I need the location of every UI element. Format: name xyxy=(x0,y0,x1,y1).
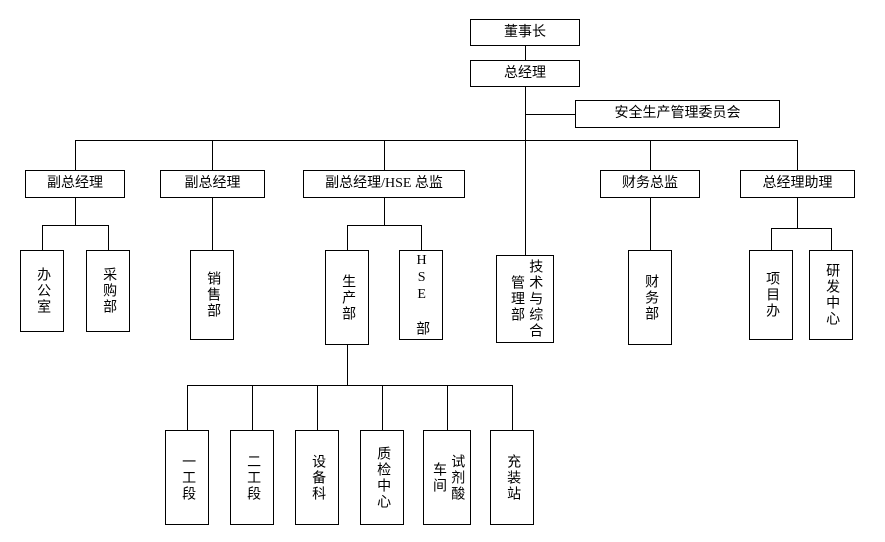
connector-line xyxy=(771,228,772,250)
node-deputy-gm-1: 副总经理 xyxy=(25,170,125,198)
node-deputy-gm-2: 副总经理 xyxy=(160,170,265,198)
connector-line xyxy=(525,114,575,115)
connector-line xyxy=(75,198,76,225)
node-cfo: 财务总监 xyxy=(600,170,700,198)
connector-line xyxy=(831,228,832,250)
node-gm-assistant: 总经理助理 xyxy=(740,170,855,198)
node-equipment-section: 设备科 xyxy=(295,430,339,525)
node-project-office: 项目办 xyxy=(749,250,793,340)
connector-line xyxy=(187,385,512,386)
connector-line xyxy=(347,345,348,385)
connector-line xyxy=(212,198,213,250)
node-production: 生产部 xyxy=(325,250,369,345)
connector-line xyxy=(347,225,348,250)
node-rd-center: 研发中心 xyxy=(809,250,853,340)
connector-line xyxy=(384,198,385,225)
connector-line xyxy=(347,225,421,226)
connector-line xyxy=(42,225,43,250)
node-deputy-gm-hse: 副总经理/HSE 总监 xyxy=(303,170,465,198)
connector-line xyxy=(525,46,526,60)
node-workshop-2: 二工段 xyxy=(230,430,274,525)
node-office: 办公室 xyxy=(20,250,64,332)
connector-line xyxy=(384,140,385,170)
connector-line xyxy=(75,140,76,170)
node-finance-dept: 财务部 xyxy=(628,250,672,345)
node-procurement: 采购部 xyxy=(86,250,130,332)
node-filling-station: 充装站 xyxy=(490,430,534,525)
connector-line xyxy=(771,228,831,229)
node-chairman: 董事长 xyxy=(470,19,580,46)
connector-line xyxy=(187,385,188,430)
node-workshop-1: 一工段 xyxy=(165,430,209,525)
connector-line xyxy=(421,225,422,250)
node-hse-dept: HSE 部 xyxy=(399,250,443,340)
connector-line xyxy=(797,198,798,228)
node-tech-admin-dept: 技术与综合 管理部 xyxy=(496,255,554,343)
node-qc-center: 质检中心 xyxy=(360,430,404,525)
connector-line xyxy=(317,385,318,430)
connector-line xyxy=(447,385,448,430)
connector-line xyxy=(75,140,798,141)
connector-line xyxy=(108,225,109,250)
connector-line xyxy=(42,225,108,226)
node-reagent-acid-workshop: 试剂酸 车间 xyxy=(423,430,471,525)
connector-line xyxy=(252,385,253,430)
connector-line xyxy=(382,385,383,430)
node-sales: 销售部 xyxy=(190,250,234,340)
node-safety-committee: 安全生产管理委员会 xyxy=(575,100,780,128)
connector-line xyxy=(212,140,213,170)
connector-line xyxy=(512,385,513,430)
connector-line xyxy=(797,140,798,170)
node-general-manager: 总经理 xyxy=(470,60,580,87)
connector-line xyxy=(525,87,526,255)
connector-line xyxy=(650,198,651,250)
connector-line xyxy=(650,140,651,170)
